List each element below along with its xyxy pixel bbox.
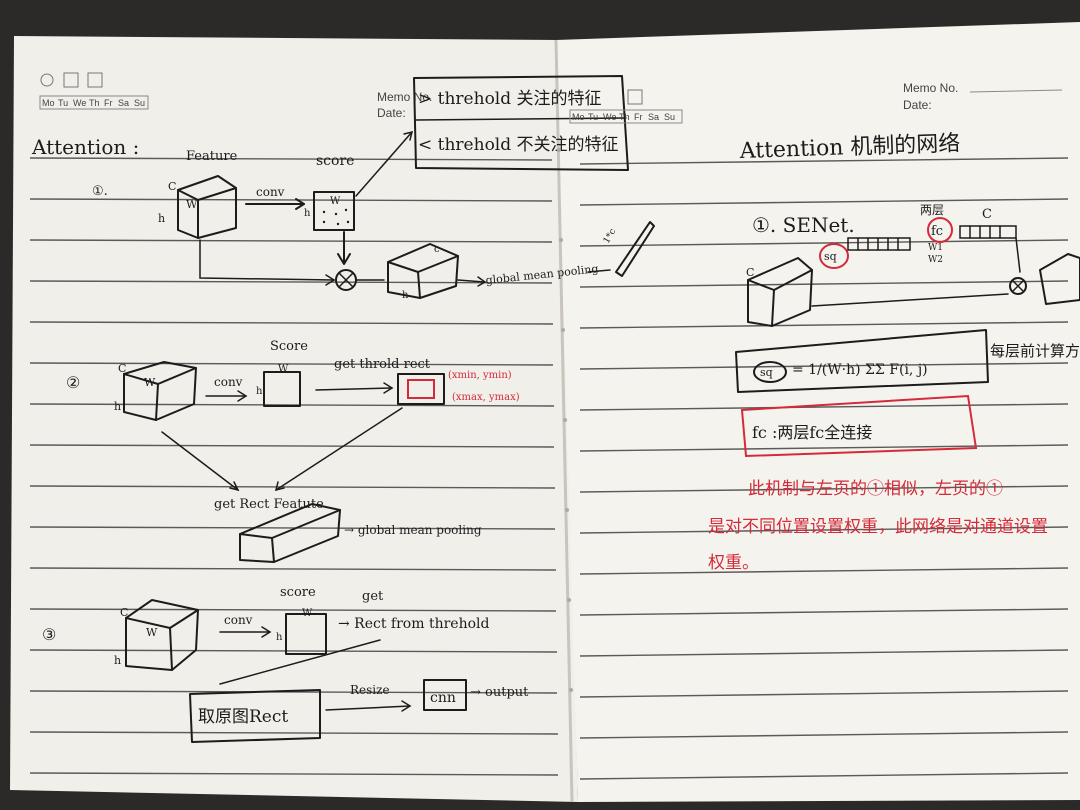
cube4-h: h [114,654,121,667]
date-label: Date: [377,106,406,120]
note-line-1: > threhold 关注的特征 [418,89,602,109]
cube4-c: C [120,606,128,619]
fc-label: fc [931,224,943,239]
get-label: get [362,589,384,604]
score2-w: W [278,364,289,375]
cube2-h: h [402,290,409,301]
weekday-tu: Tu [58,98,68,108]
output-label: → output [470,685,529,700]
red-note-line-2: 是对不同位置设置权重，此网络是对通道设置 [708,517,1048,537]
score3-w: W [302,608,313,619]
weekday-mo: Mo [42,98,55,108]
weekday-sa: Sa [118,98,129,108]
xy-max-label: (xmax, ymax) [452,392,520,403]
cube1-w: W [186,198,198,211]
xy-min-label: (xmin, ymin) [448,370,512,381]
memo-label-right: Memo No. [903,81,958,95]
weekday-th: Th [89,98,100,108]
c-label-top: C [982,207,992,222]
score-h: h [304,208,311,219]
r-weekday-mo: Mo [572,112,585,122]
two-fc-label: 两层 [920,203,944,217]
r-weekday-tu: Tu [588,112,598,122]
weekday-su: Su [134,98,145,108]
conv-label-3: conv [224,613,253,627]
r-weekday-we: We [603,112,616,122]
weekday-fr: Fr [104,98,113,108]
r-weekday-th: Th [619,112,630,122]
cube4-w: W [146,626,158,639]
section-2-number: ② [66,373,80,392]
rect-from-threshold-label: → Rect from threhold [338,616,489,632]
r-weekday-sa: Sa [648,112,659,122]
get-rect-label: get throld rect [334,357,431,372]
feature-label: Feature [186,149,238,164]
cube3-w: W [144,376,156,389]
resize-label: Resize [350,683,390,697]
formula-note: 每层前计算方法。 [990,342,1080,360]
conv-label: conv [256,185,285,199]
note-line-2: < threhold 不关注的特征 [418,135,619,155]
left-title: Attention : [31,135,139,159]
cube2-c: c [434,244,440,255]
cube3-h: h [114,400,121,413]
cube1-h: h [158,212,165,225]
weekday-we: We [73,98,86,108]
red-note-line-1: 此机制与左页的①相似，左页的① [748,479,1003,499]
r-weekday-su: Su [664,112,675,122]
cube1-c: C [168,180,176,193]
score3-h: h [276,632,283,643]
senet-label: ①. SENet. [752,213,855,237]
red-note-line-3: 权重。 [708,553,759,573]
score-w: W [330,196,341,207]
score-label: score [316,153,354,169]
cnn-label: cnn [430,690,456,706]
formula-body: = 1/(W·h) ΣΣ F(i, j) [792,362,928,378]
w2-label: W2 [928,255,943,265]
date-label-right: Date: [903,98,932,112]
gmp-label-2: → global mean pooling [344,523,482,537]
score-label-3: score [280,585,316,600]
crop-original-label: 取原图Rect [198,707,288,727]
cube3-c: C [118,362,126,375]
formula-sq: sq [760,366,773,379]
r-weekday-fr: Fr [634,112,643,122]
score-label-2: Score [270,339,308,354]
section-1-number: ①. [92,184,108,199]
fc-note-text: fc :两层fc全连接 [752,423,872,442]
r-cube-c: C [746,266,754,279]
score2-h: h [256,386,263,397]
sq-label: sq [824,250,837,263]
conv-label-2: conv [214,375,243,389]
section-3-number: ③ [42,625,56,644]
w1-label: W1 [928,243,943,253]
